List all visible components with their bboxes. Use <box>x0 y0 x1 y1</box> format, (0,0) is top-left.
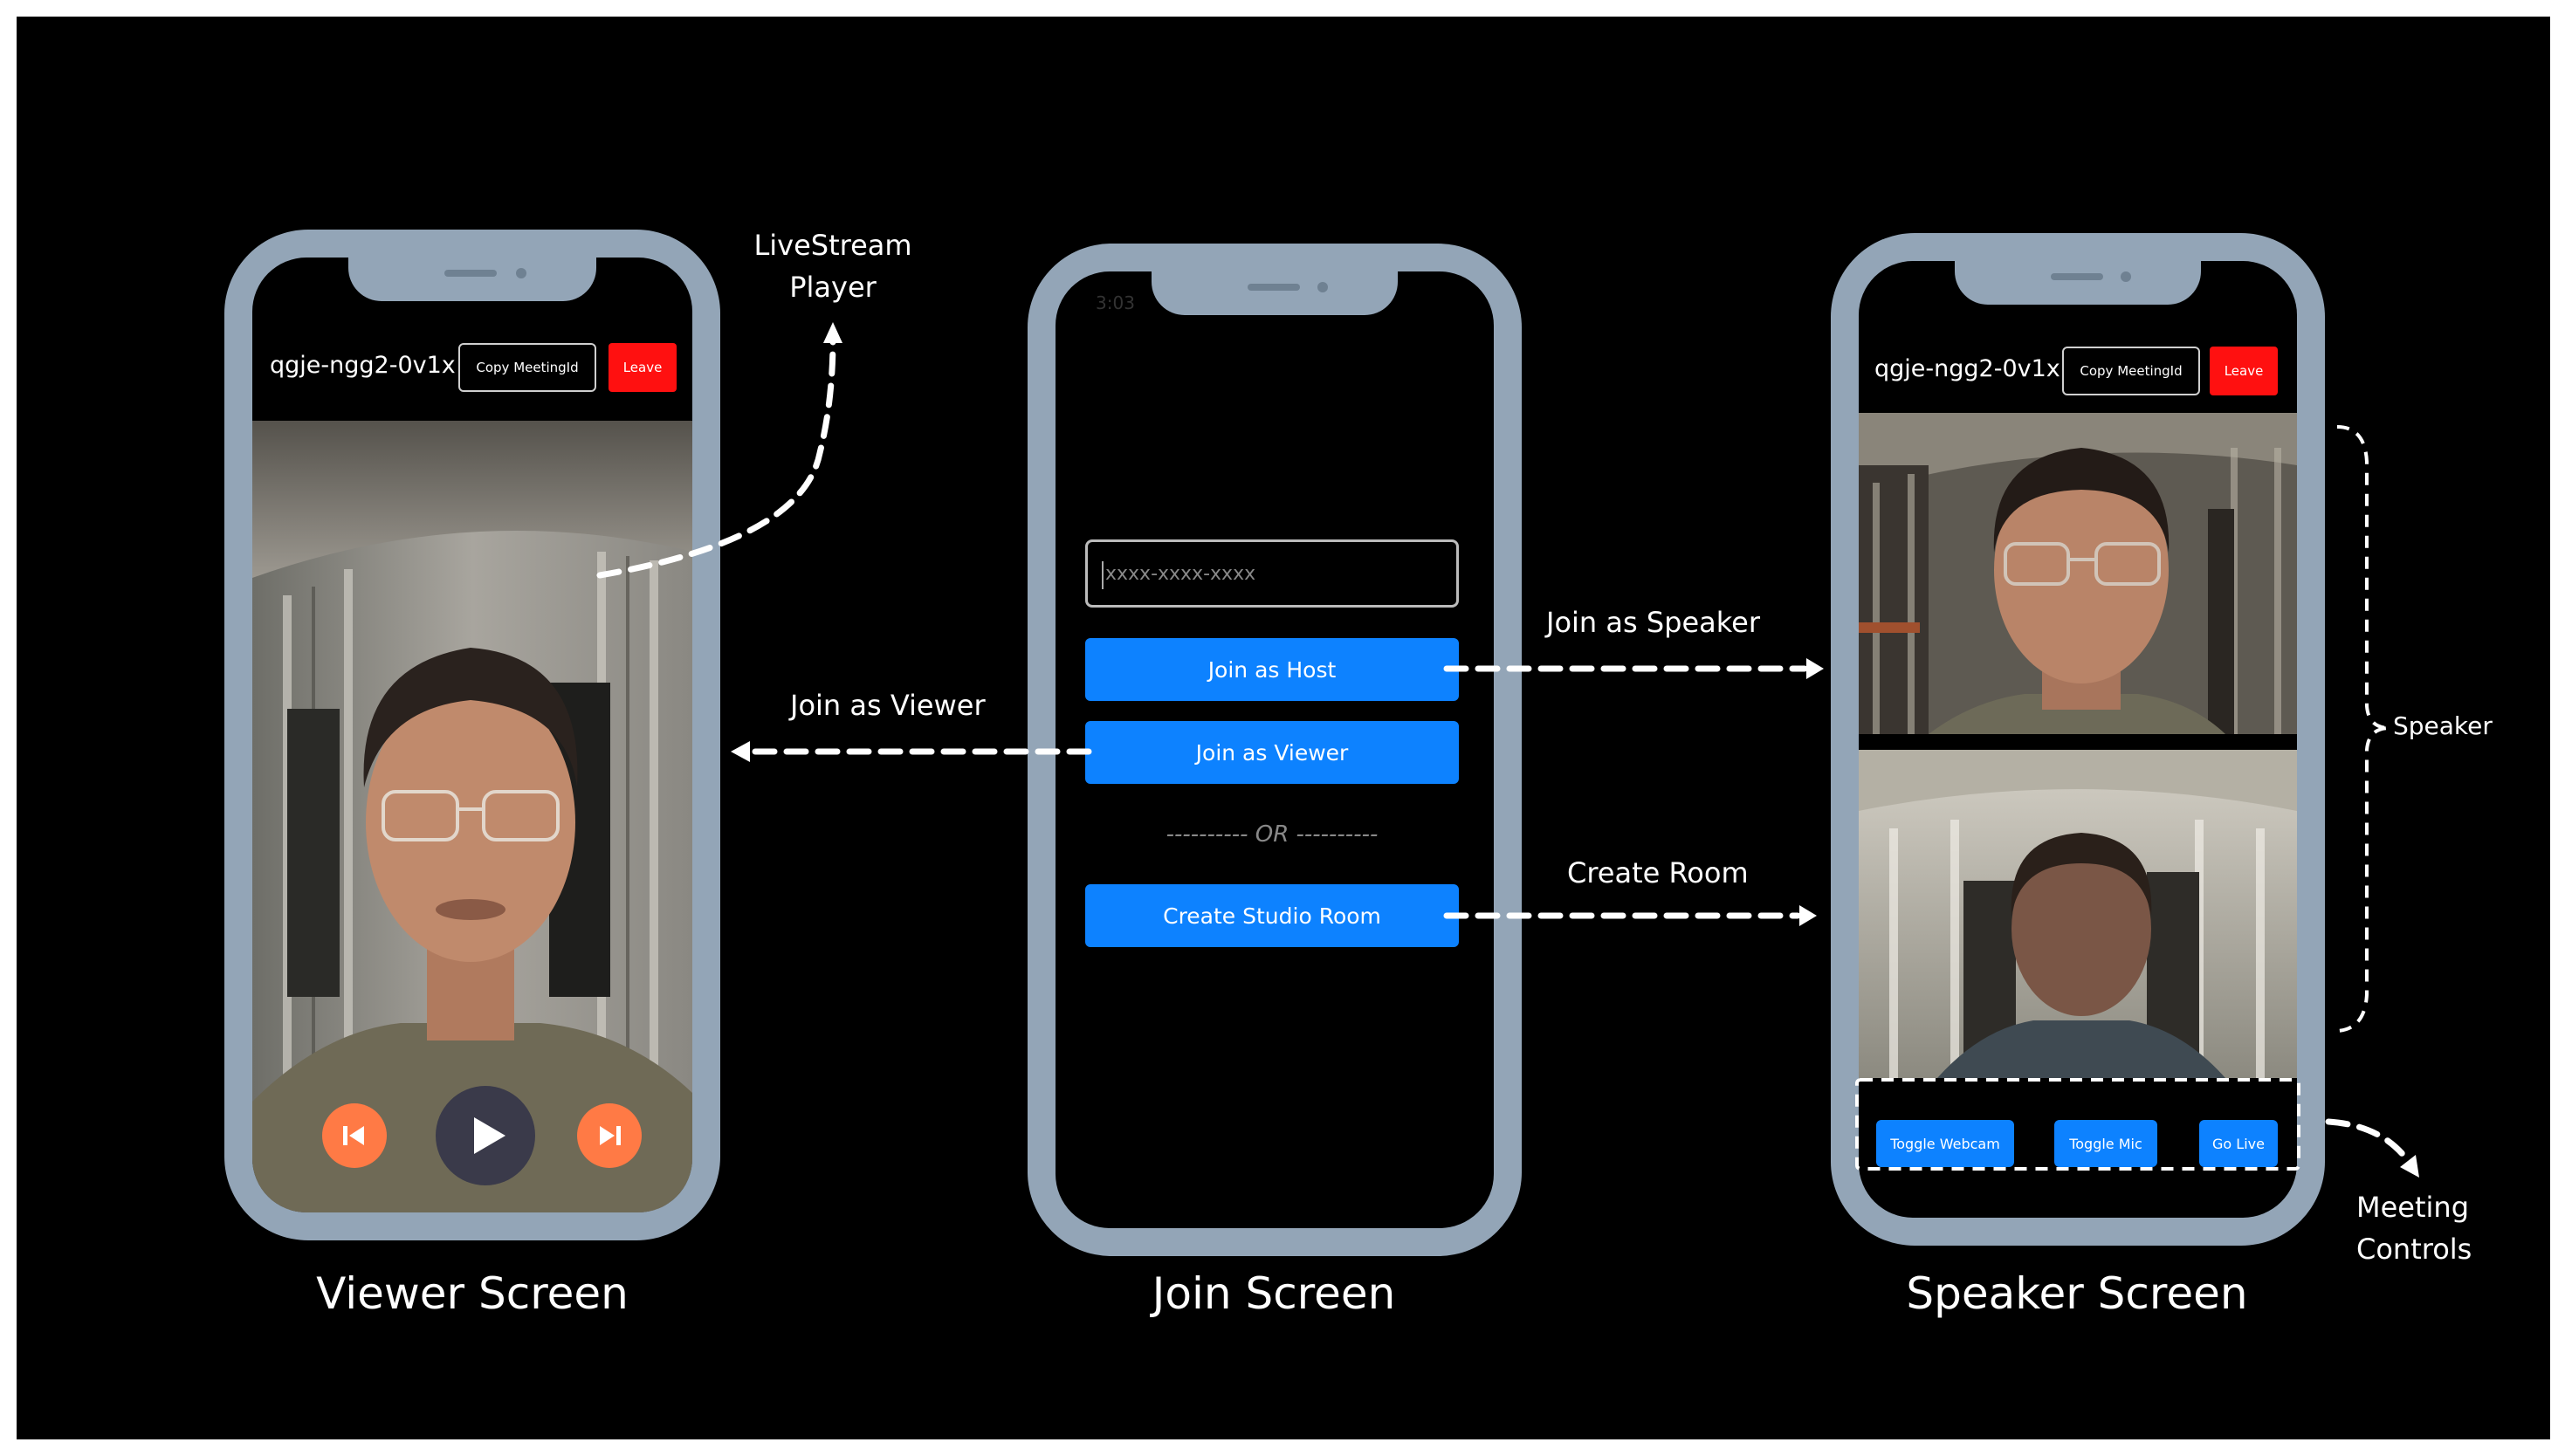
create-room-label: Create Room <box>1567 856 1749 889</box>
viewer-phone-notch <box>348 251 596 301</box>
copy-meeting-id-button[interactable]: Copy MeetingId <box>2062 347 2200 395</box>
join-as-host-button[interactable]: Join as Host <box>1085 638 1459 701</box>
meeting-controls-arrowhead <box>2400 1155 2419 1178</box>
speaker-1-image <box>1859 413 2297 734</box>
annotation-arrows <box>596 322 2419 1178</box>
livestream-player-video <box>252 421 692 1212</box>
speaker-grille <box>444 270 497 277</box>
viewer-header: qgje-ngg2-0v1x Copy MeetingId Leave <box>252 313 692 420</box>
livestream-player-label: LiveStream Player <box>732 224 933 308</box>
speaker-label: Speaker <box>2393 711 2493 740</box>
join-phone-notch <box>1152 264 1398 315</box>
join-screen-caption: Join Screen <box>1152 1268 1396 1319</box>
join-as-viewer-button[interactable]: Join as Viewer <box>1085 721 1459 784</box>
toggle-mic-button[interactable]: Toggle Mic <box>2054 1120 2157 1167</box>
skip-forward-button[interactable] <box>577 1103 642 1168</box>
viewer-arrowhead <box>731 741 750 762</box>
meeting-id-text: qgje-ngg2-0v1x <box>1874 355 2060 382</box>
speaker-grille <box>2051 273 2103 280</box>
input-placeholder: xxxx-xxxx-xxxx <box>1105 563 1256 585</box>
meeting-controls-line1: Meeting <box>2356 1191 2470 1224</box>
skip-forward-icon <box>600 1126 621 1145</box>
viewer-screen-caption: Viewer Screen <box>316 1268 629 1319</box>
front-camera <box>1317 282 1328 292</box>
leave-button[interactable]: Leave <box>609 343 677 392</box>
input-caret <box>1102 561 1104 589</box>
front-camera <box>2121 271 2131 282</box>
create-studio-room-button[interactable]: Create Studio Room <box>1085 884 1459 947</box>
diagram-canvas: qgje-ngg2-0v1x Copy MeetingId Leave <box>17 17 2550 1439</box>
play-button[interactable] <box>436 1086 535 1185</box>
status-time: 3:03 <box>1096 292 1135 313</box>
leave-button[interactable]: Leave <box>2210 347 2278 395</box>
speaker-video-2 <box>1859 750 2297 1078</box>
or-divider: ---------- OR ---------- <box>1166 821 1379 848</box>
livestream-label-line2: Player <box>789 271 877 304</box>
speaker-phone-screen: qgje-ngg2-0v1x Copy MeetingId Leave <box>1859 261 2297 1218</box>
speaker-screen-caption: Speaker Screen <box>1906 1268 2248 1319</box>
toggle-webcam-button[interactable]: Toggle Webcam <box>1876 1120 2014 1167</box>
skip-back-icon <box>343 1126 364 1145</box>
play-icon <box>474 1117 505 1154</box>
speaker-brace <box>2336 425 2390 1033</box>
speaker-2-image <box>1859 750 2297 1078</box>
join-as-viewer-label: Join as Viewer <box>790 689 986 722</box>
create-room-arrowhead <box>1799 905 1817 926</box>
skip-back-button[interactable] <box>322 1103 387 1168</box>
copy-meeting-id-button[interactable]: Copy MeetingId <box>458 343 596 392</box>
speaker-arrowhead <box>1806 658 1824 679</box>
viewer-video-image <box>252 421 692 1212</box>
meeting-controls-box <box>1855 1078 2300 1171</box>
speaker-video-1 <box>1859 413 2297 734</box>
go-live-button[interactable]: Go Live <box>2199 1120 2278 1167</box>
meeting-controls-line2: Controls <box>2356 1233 2472 1266</box>
meeting-controls-arrow <box>2325 1118 2412 1165</box>
front-camera <box>516 268 526 278</box>
speaker-phone-notch <box>1955 254 2201 305</box>
speaker-header: qgje-ngg2-0v1x Copy MeetingId Leave <box>1859 317 2297 413</box>
viewer-phone-screen: qgje-ngg2-0v1x Copy MeetingId Leave <box>252 258 692 1212</box>
join-phone-screen: 3:03 xxxx-xxxx-xxxx Join as Host Join as… <box>1056 271 1494 1228</box>
meeting-id-text: qgje-ngg2-0v1x <box>270 352 456 379</box>
meeting-controls-label: Meeting Controls <box>2356 1186 2472 1270</box>
livestream-label-line1: LiveStream <box>753 229 912 262</box>
livestream-arrowhead <box>823 322 842 343</box>
join-as-speaker-label: Join as Speaker <box>1546 606 1760 639</box>
meeting-id-input[interactable]: xxxx-xxxx-xxxx <box>1085 539 1459 608</box>
speaker-grille <box>1248 284 1300 291</box>
livestream-player-arrow <box>596 336 836 579</box>
